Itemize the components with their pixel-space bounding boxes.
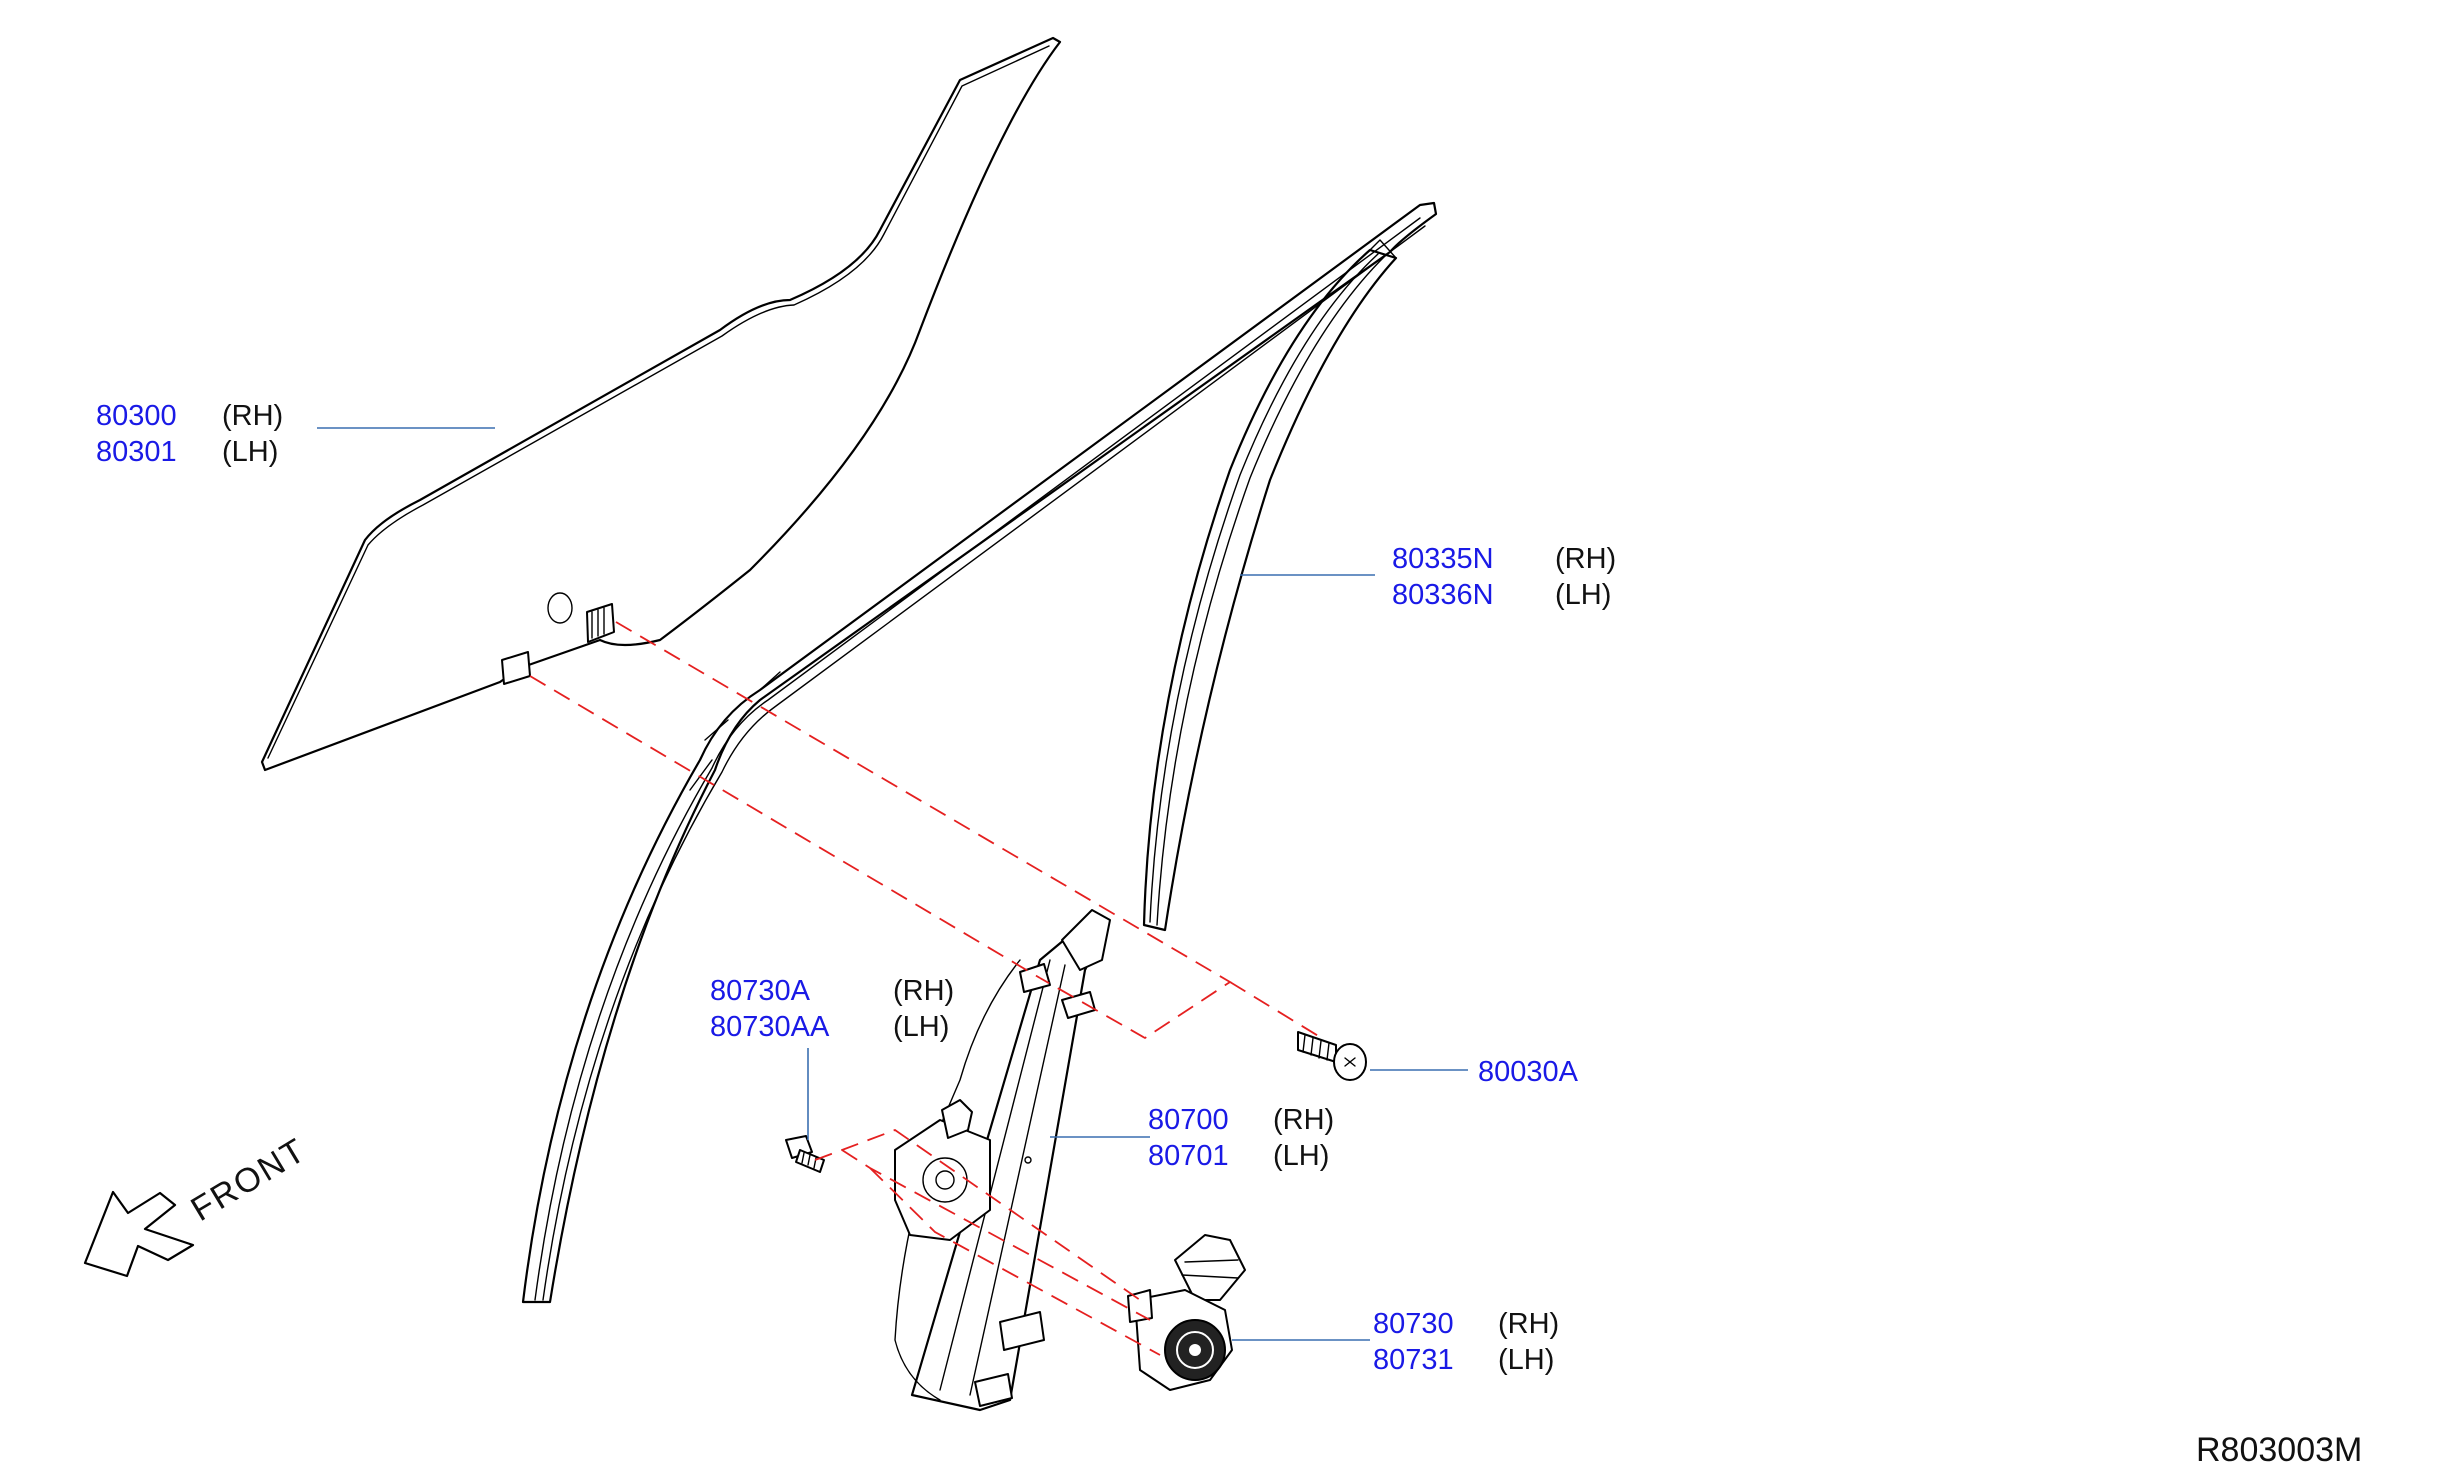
regulator-rh-part-number[interactable]: 80700 [1148,1104,1229,1136]
rear-sash-rh-part-number[interactable]: 80335N [1392,543,1494,575]
motor-bolt-lh-part-number[interactable]: 80730AA [710,1011,830,1043]
rear-sash-lh-part-number[interactable]: 80336N [1392,579,1494,611]
front-direction-arrow: FRONT [83,1131,314,1278]
motor-rh-part-number[interactable]: 80730 [1373,1308,1454,1340]
motor-mount-bolt[interactable] [785,1135,825,1173]
motor-bolt-lh-side: (LH) [893,1011,949,1043]
regulator-lh-side: (LH) [1273,1140,1329,1172]
bolt-part-number[interactable]: 80030A [1478,1056,1579,1088]
glass-rh-side: (RH) [222,400,283,432]
glass-lh-part-number[interactable]: 80301 [96,436,177,468]
callout-motor-bolt: 80730A (RH) 80730AA (LH) [710,975,954,1043]
glass-lh-side: (LH) [222,436,278,468]
glass-rh-part-number[interactable]: 80300 [96,400,177,432]
diagram-reference-code: R803003M [2196,1431,2362,1469]
glass-clip-rear [586,603,615,643]
callout-glass: 80300 (RH) 80301 (LH) [96,400,283,468]
callout-regulator: 80700 (RH) 80701 (LH) [1148,1104,1334,1172]
leader-lines [317,427,1468,1341]
alignment-lines [529,621,1321,1356]
regulator-motor[interactable] [1127,1234,1246,1391]
callout-bolt: 80030A [1478,1056,1579,1088]
glass-hole [547,592,573,624]
arrow-icon [83,1190,195,1278]
front-sash-channel[interactable] [521,201,1438,1304]
rear-sash-channel[interactable] [1142,239,1398,932]
motor-lh-side: (LH) [1498,1344,1554,1376]
regulator-drive-housing [894,1119,991,1241]
mounting-bolt[interactable] [1297,1031,1367,1081]
window-regulator[interactable] [894,909,1111,1412]
callout-rear-sash: 80335N (RH) 80336N (LH) [1392,543,1616,611]
motor-bolt-rh-part-number[interactable]: 80730A [710,975,811,1007]
callout-motor: 80730 (RH) 80731 (LH) [1373,1308,1559,1376]
rear-sash-lh-side: (LH) [1555,579,1611,611]
regulator-rh-side: (RH) [1273,1104,1334,1136]
motor-lh-part-number[interactable]: 80731 [1373,1344,1454,1376]
door-glass[interactable] [260,36,1062,772]
glass-clip-front [501,651,531,685]
motor-rh-side: (RH) [1498,1308,1559,1340]
front-label: FRONT [185,1131,314,1229]
rear-sash-rh-side: (RH) [1555,543,1616,575]
motor-bolt-rh-side: (RH) [893,975,954,1007]
regulator-lh-part-number[interactable]: 80701 [1148,1140,1229,1172]
